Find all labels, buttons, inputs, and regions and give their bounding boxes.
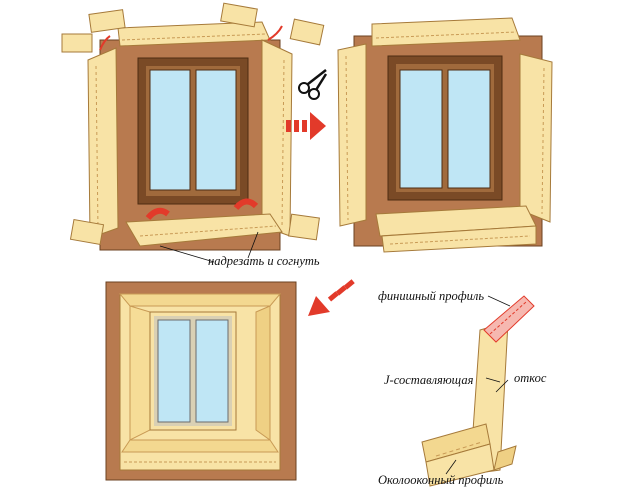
dashed-arrow-icon xyxy=(286,112,326,140)
step2-assembled-view xyxy=(337,17,553,253)
label-j-component: J-составляющая xyxy=(384,373,474,387)
label-finish-profile: финишный профиль xyxy=(378,289,485,303)
label-slope: откос xyxy=(514,371,547,385)
label-window-profile: Околооконный профиль xyxy=(378,473,504,487)
dashed-arrow-icon xyxy=(308,279,355,316)
step1-exploded-view xyxy=(61,2,325,263)
profile-cross-section xyxy=(421,295,535,487)
step3-finished-view xyxy=(105,281,297,481)
label-cut-and-bend: надрезать и согнуть xyxy=(208,254,320,268)
scissors-icon xyxy=(298,69,328,100)
